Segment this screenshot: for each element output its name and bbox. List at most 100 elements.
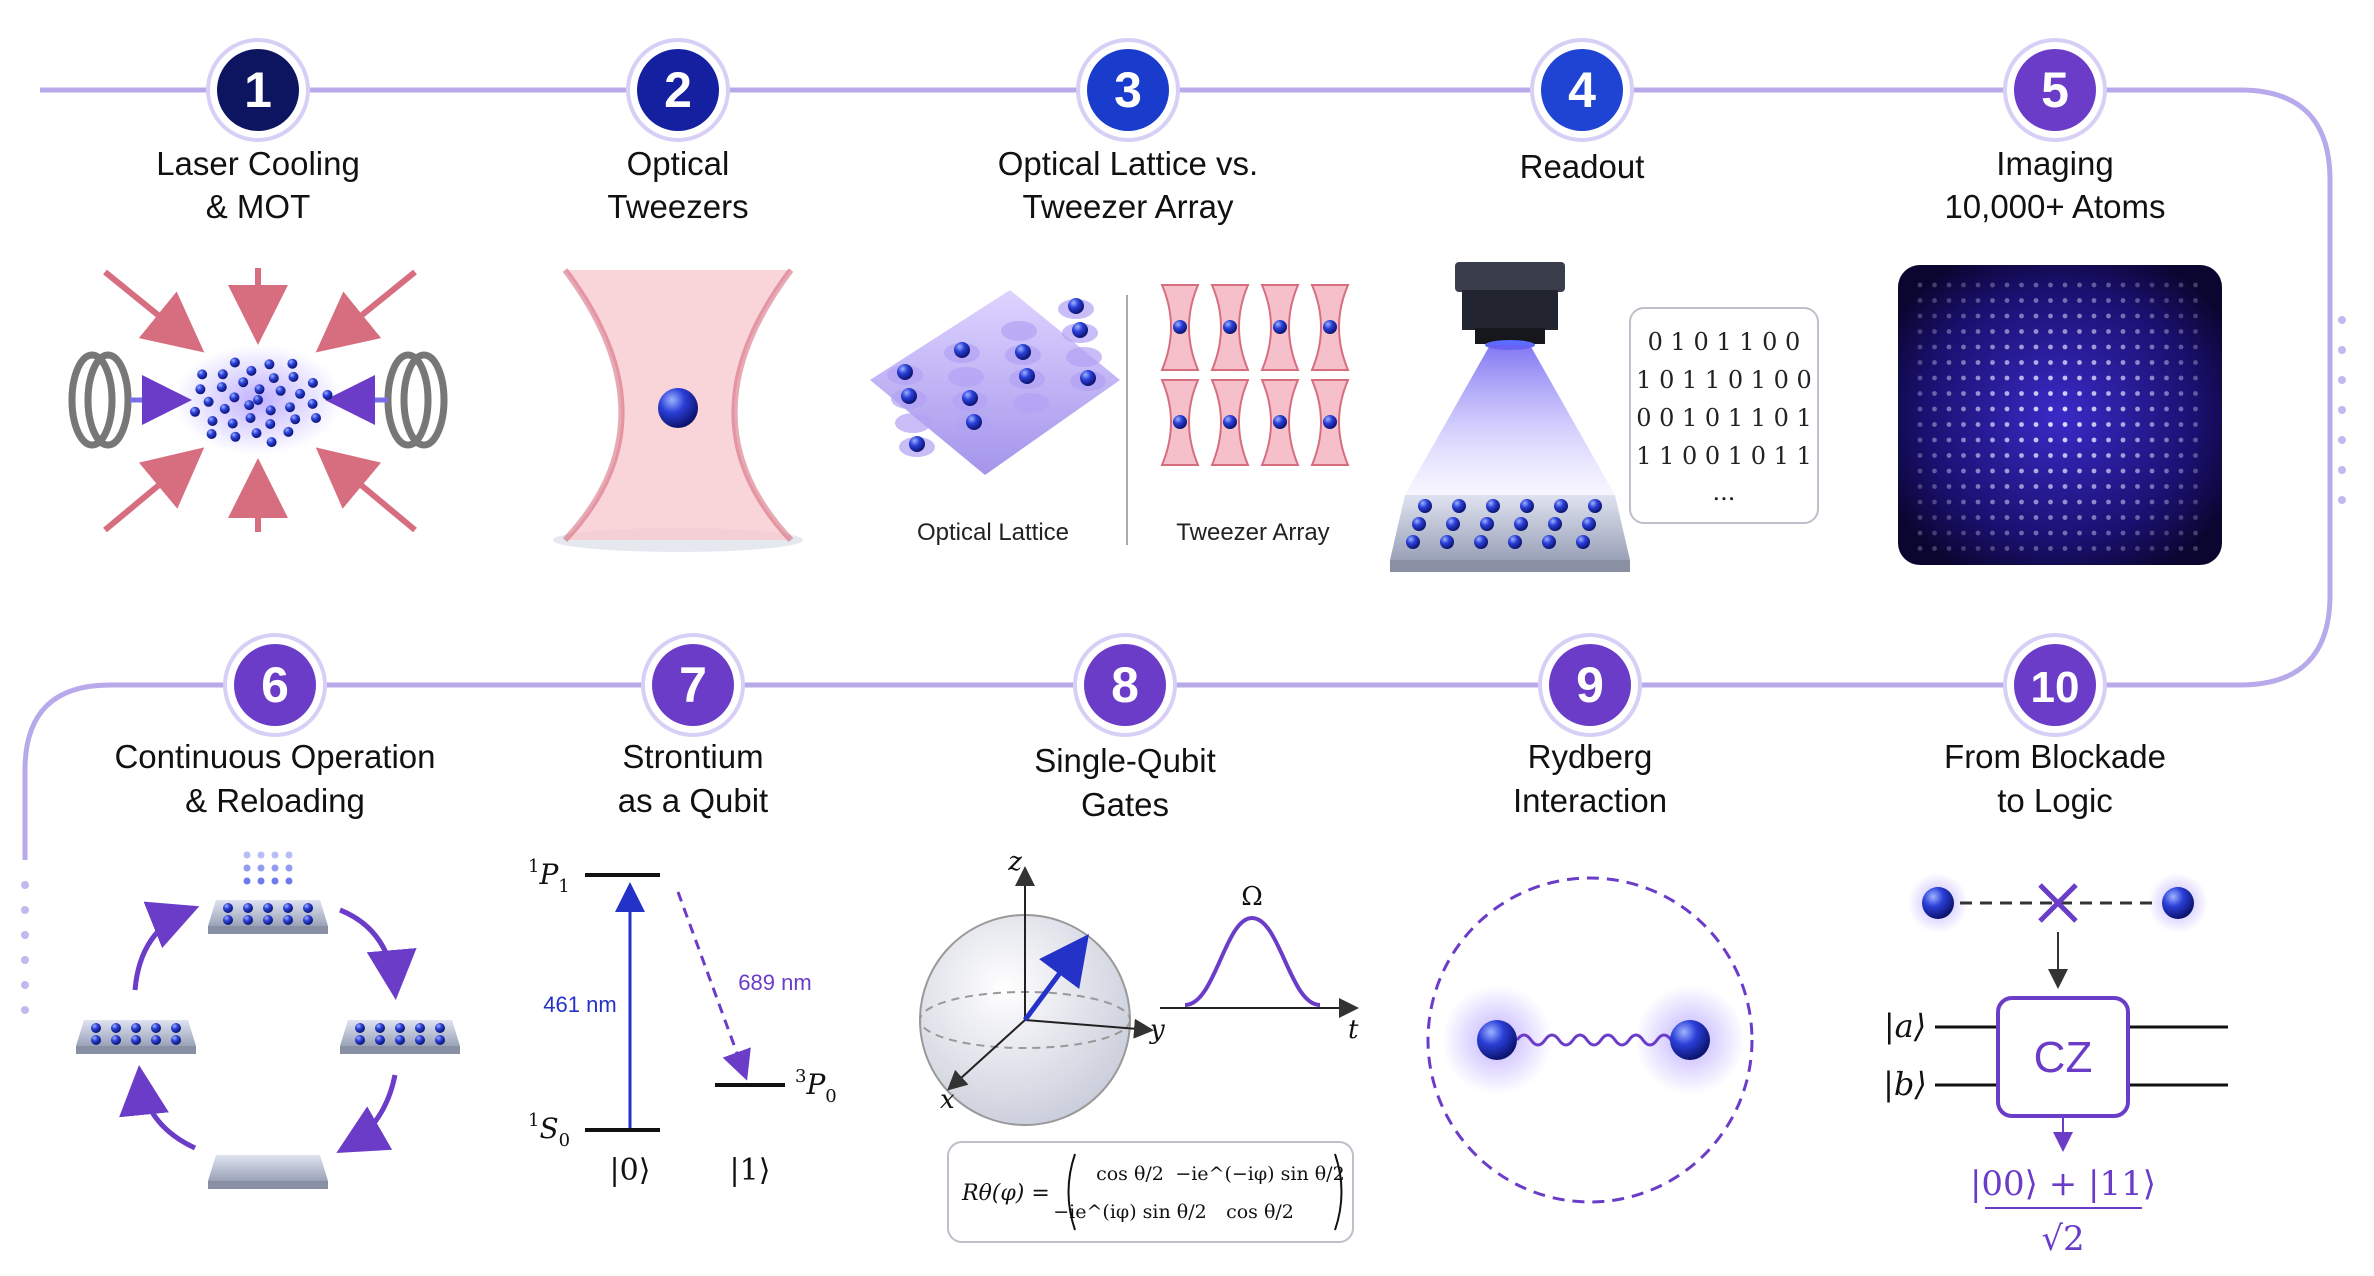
timeline-dots-right [2338,316,2346,504]
imaged-atom [2135,344,2140,350]
readout-atom [1582,517,1596,531]
imaged-atom [2178,329,2184,334]
imaged-atom [2062,282,2068,288]
imaged-atom [2004,282,2010,288]
lattice-atom [909,436,925,452]
imaged-atom [2193,406,2198,412]
imaged-atom [1975,437,1981,443]
imaged-atom [2062,453,2068,458]
step-9-title-line-1: Rydberg [1528,738,1653,775]
imaged-atom [1917,515,1923,520]
imaged-atom [2048,453,2053,458]
reloading-cycle [76,851,460,1189]
imaged-atom [2106,484,2111,489]
imaged-atom [2077,313,2082,319]
axis-y-label: y [1149,1015,1165,1045]
imaged-atom [2004,546,2010,551]
imaged-atom [1990,499,1995,505]
cold-atom [206,429,217,439]
imaged-atom [2106,329,2111,334]
imaged-atom [2019,391,2024,396]
imaged-atom [2019,360,2024,365]
imaged-atom [2033,375,2039,381]
imaged-atom [2033,329,2039,334]
imaged-atom [2120,298,2126,303]
imaging-light-cone [1405,345,1615,495]
step-7-title-line-2: as a Qubit [618,782,768,819]
tweezer-atom [1273,415,1287,429]
readout-atom [1576,535,1590,549]
imaged-atom [2091,453,2097,458]
step-8-title-line-2: Gates [1081,786,1169,823]
matrix-11: cos θ/2 [1226,1201,1294,1223]
imaged-atom [2149,484,2155,489]
cold-atom [265,405,276,416]
cold-atom [307,377,318,388]
imaged-atom [1975,298,1981,303]
imaged-atom [2120,437,2126,443]
imaged-atom [2149,530,2155,536]
readout-atom [1520,499,1534,513]
bell-state-denominator: √2 [2041,1219,2084,1259]
cold-atom [265,419,276,429]
imaged-atom [1932,298,1937,303]
imaged-atom [1975,484,1981,489]
ket-0-label: |0⟩ [610,1153,651,1188]
matrix-10: −ie^(iφ) sin θ/2 [1053,1201,1206,1223]
cold-atom [266,437,277,448]
imaged-atom [2004,344,2010,350]
imaged-atom [1961,468,1966,474]
imaged-atom [1946,484,1952,489]
readout-atom [1440,535,1454,549]
imaged-atom [1975,530,1981,536]
incoming-atom [243,877,251,885]
cold-atom [251,428,262,439]
step-1-title-line-2: & MOT [206,188,311,225]
incoming-atom [257,877,265,885]
imaged-atom [2106,375,2111,381]
incoming-atom [271,877,279,885]
bitstring-row: 0 0 1 0 1 1 0 1 [1636,404,1812,432]
time-axis-label: t [1348,1015,1359,1045]
imaged-atom [2193,515,2198,520]
imaged-atom [2033,344,2039,350]
imaged-atom [2149,375,2155,381]
imaged-atom [1961,453,1966,458]
level-1P1-label: 1P1 [528,856,570,897]
imaged-atom [2149,453,2155,458]
imaged-atom [2019,298,2024,303]
imaged-atom [2135,499,2140,505]
cold-atom [307,398,318,409]
tweezer-atom [1223,320,1237,334]
imaged-atom [1946,313,1952,319]
step-1-title-line-1: Laser Cooling [156,145,360,182]
imaged-atom [2135,282,2140,288]
readout-atom [1486,499,1500,513]
imaged-atom [2091,422,2097,427]
imaged-atom [2106,453,2111,458]
imaged-atom [1946,499,1952,505]
imaged-atom [1946,530,1952,536]
imaged-atom [1932,484,1937,489]
cold-atom [322,389,333,400]
imaged-atom [2193,298,2198,303]
rydberg-atom-right [1670,1020,1710,1060]
imaged-atom [2120,530,2126,536]
step-10-title-line-1: From Blockade [1944,738,2166,775]
imaged-atom [1932,282,1937,288]
imaged-atom [2048,437,2053,443]
imaged-atom [1975,499,1981,505]
optical-lattice-illustration [870,290,1120,475]
lattice-well [1013,393,1049,413]
imaged-atom [2135,360,2140,365]
imaged-atom [2193,546,2198,551]
cold-atom [230,431,241,442]
imaged-atom [1932,437,1937,443]
imaged-atom [2120,344,2126,350]
lattice-atom [962,390,978,406]
step-4-badge: 4 [1530,38,1634,142]
imaged-atom [1946,453,1952,458]
imaged-atom [2091,298,2097,303]
lattice-atom [901,388,917,404]
imaged-atom [2178,344,2184,350]
